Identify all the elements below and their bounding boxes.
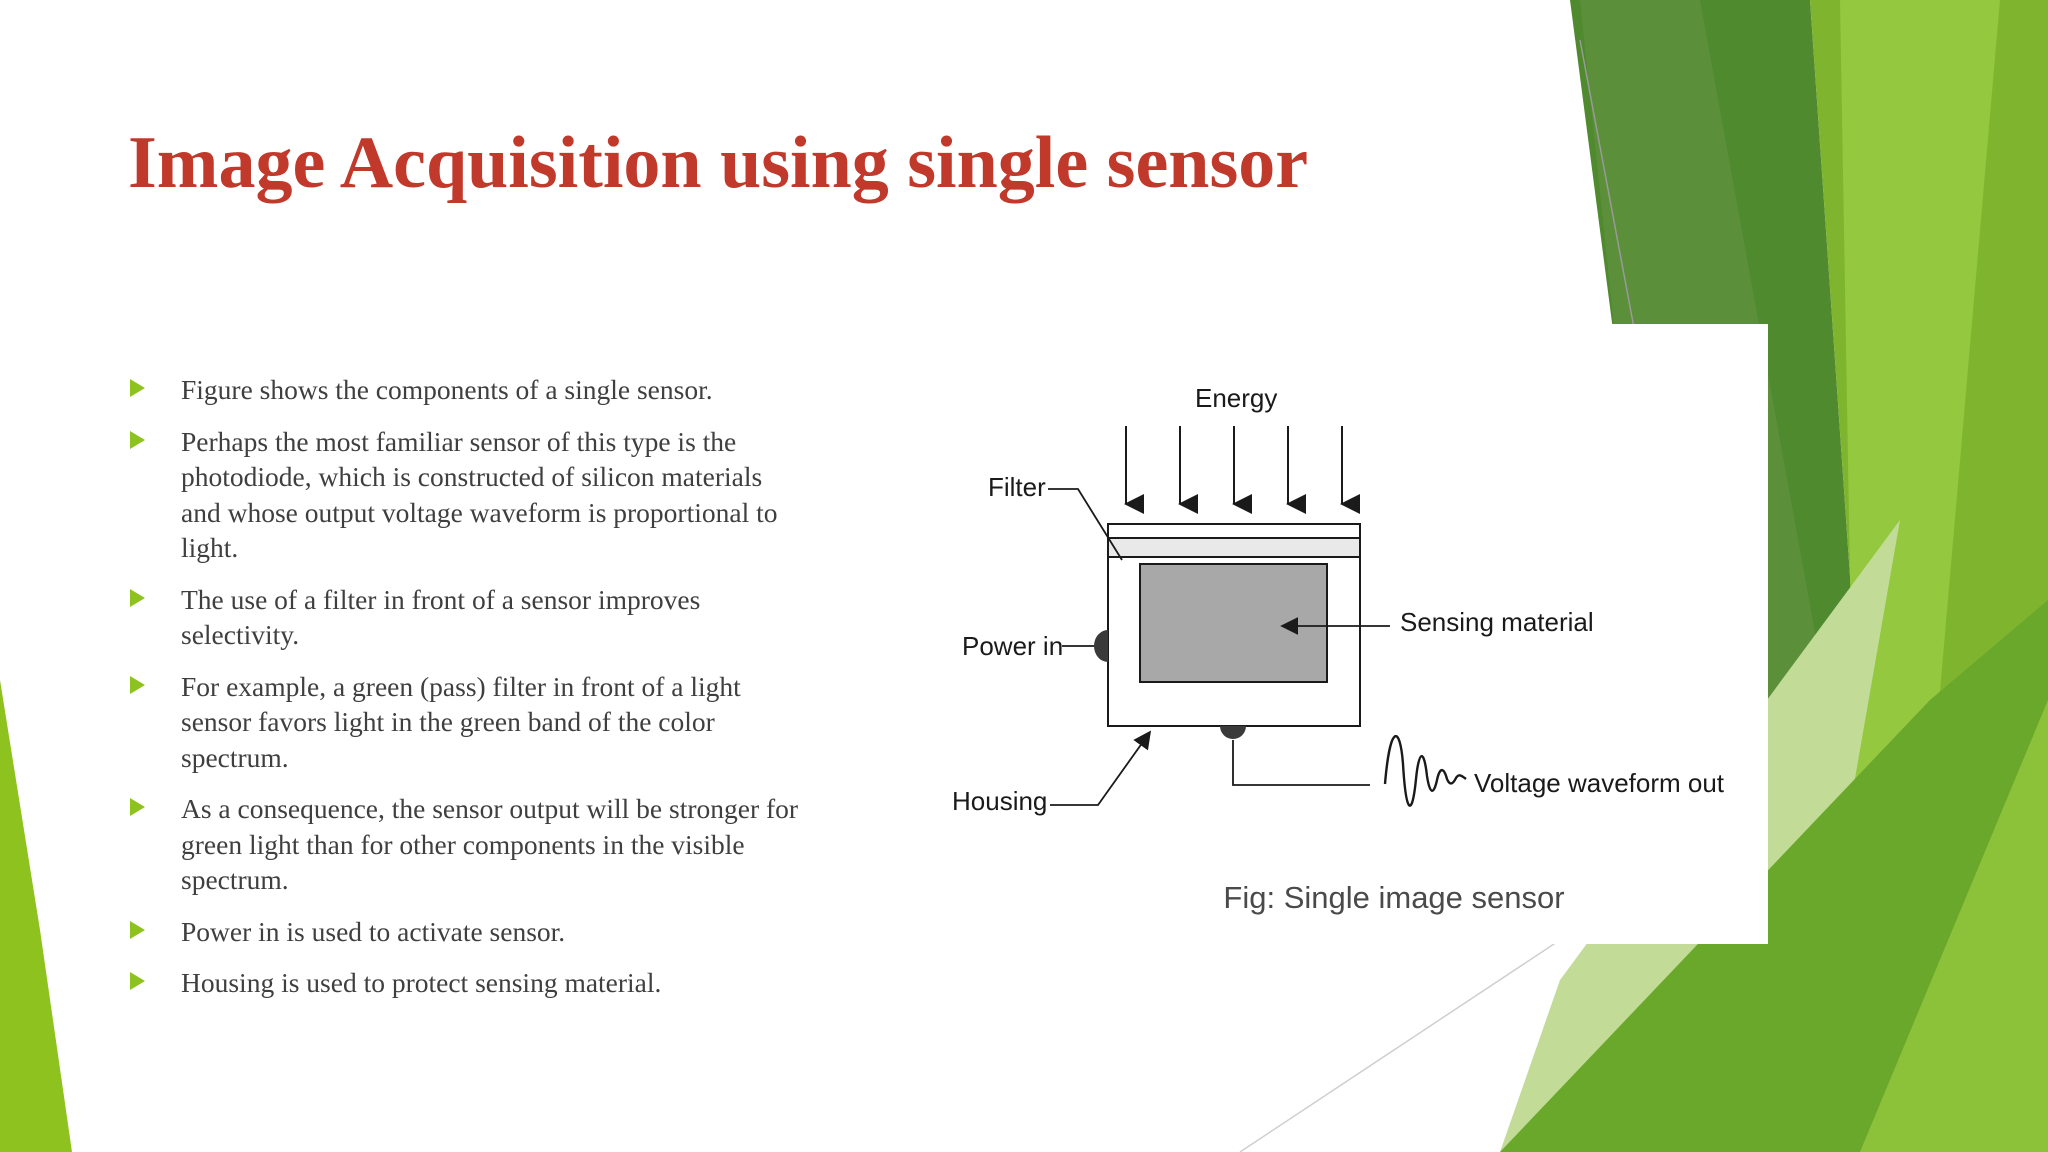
bullet-list: Figure shows the components of a single … <box>128 372 808 1017</box>
slide-title: Image Acquisition using single sensor <box>128 122 1309 204</box>
bullet-item: Housing is used to protect sensing mater… <box>128 965 808 1001</box>
single-sensor-diagram: Energy Filter Power in Sensing material … <box>952 383 1725 816</box>
triangle-bullet-icon <box>130 798 145 816</box>
voltage-waveform-label: Voltage waveform out <box>1474 768 1725 798</box>
bullet-text: As a consequence, the sensor output will… <box>181 793 799 895</box>
triangle-bullet-icon <box>130 920 145 939</box>
sensing-material-block <box>1139 563 1328 683</box>
bullet-item: The use of a filter in front of a sensor… <box>128 582 808 653</box>
thin-diagonal-line-top <box>1579 39 1641 361</box>
triangle-bullet-icon <box>130 675 145 694</box>
figure-caption: Fig: Single image sensor <box>1223 880 1565 915</box>
triangle-bullet-icon <box>130 972 145 990</box>
housing-leader-line <box>1050 730 1152 806</box>
filter-leader-line <box>1048 488 1123 561</box>
bullet-text: Housing is used to protect sensing mater… <box>181 967 662 998</box>
power-in-terminal <box>1094 630 1108 662</box>
sensor-figure: Energy Filter Power in Sensing material … <box>900 324 1768 944</box>
bullet-text: Figure shows the components of a single … <box>181 374 713 405</box>
output-terminal <box>1220 726 1246 739</box>
bullet-text: Perhaps the most familiar sensor of this… <box>181 425 778 564</box>
voltage-waveform <box>1383 734 1467 807</box>
output-lead-line <box>1232 740 1370 786</box>
thin-diagonal-line-bottom <box>1239 939 1561 1152</box>
green-facet-left-edge <box>0 680 72 1152</box>
triangle-bullet-icon <box>130 588 145 607</box>
bullet-item: For example, a green (pass) filter in fr… <box>128 669 808 776</box>
green-facet-right <box>1860 700 2048 1152</box>
bullet-item: As a consequence, the sensor output will… <box>128 791 808 898</box>
energy-label: Energy <box>1195 383 1277 413</box>
triangle-bullet-icon <box>130 430 145 449</box>
triangle-bullet-icon <box>130 379 145 397</box>
bullet-item: Perhaps the most familiar sensor of this… <box>128 424 808 566</box>
green-facet-bottom <box>1500 600 2048 1152</box>
sensing-material-label: Sensing material <box>1400 607 1594 637</box>
housing-label: Housing <box>952 786 1047 816</box>
power-in-label: Power in <box>962 631 1063 661</box>
filter-label: Filter <box>988 472 1046 502</box>
bullet-item: Power in is used to activate sensor. <box>128 914 808 950</box>
bullet-text: The use of a filter in front of a sensor… <box>181 583 701 651</box>
bullet-item: Figure shows the components of a single … <box>128 372 808 408</box>
bullet-text: For example, a green (pass) filter in fr… <box>181 670 741 773</box>
filter-layer <box>1107 537 1361 558</box>
bullet-text: Power in is used to activate sensor. <box>181 915 566 947</box>
